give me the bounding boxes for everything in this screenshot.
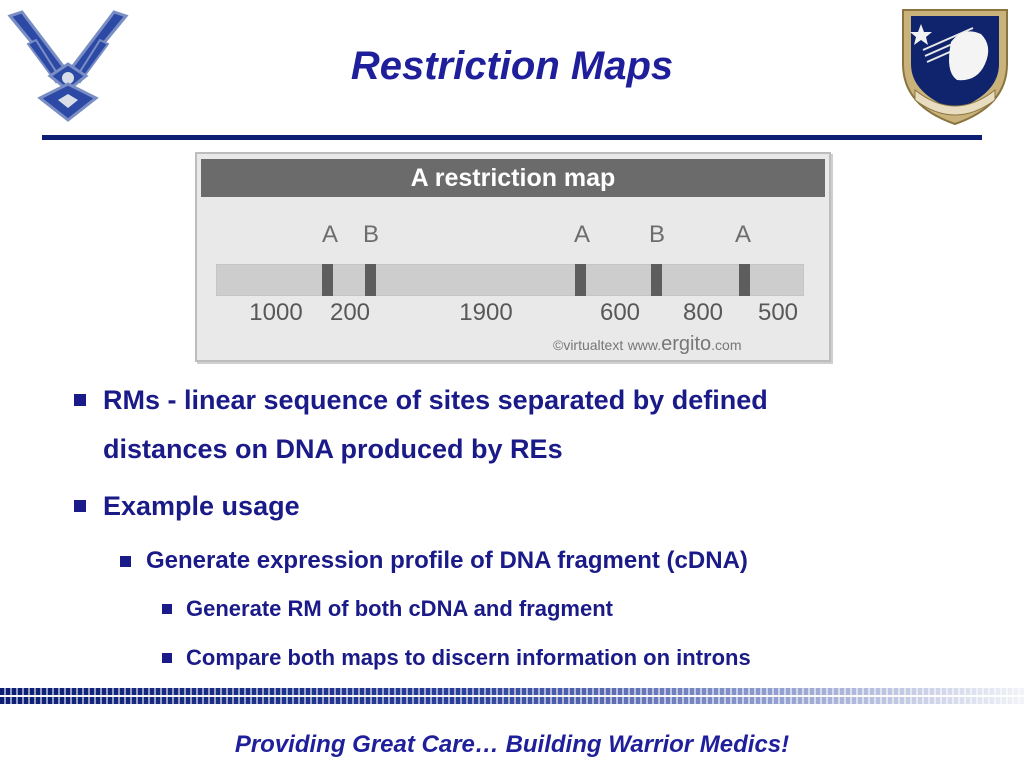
bullet-line: Compare both maps to discern information… — [186, 645, 751, 670]
credit-prefix: ©virtualtext — [553, 337, 624, 353]
fragment-length: 1900 — [459, 299, 513, 326]
bullet-marker — [120, 556, 131, 567]
fragment-length: 1000 — [249, 299, 303, 326]
cut-site-marker — [575, 264, 586, 296]
bullet-line: RMs - linear sequence of sites separated… — [103, 385, 768, 415]
bullet-item: Example usage — [103, 482, 300, 531]
site-label-b: B — [648, 221, 665, 248]
bullet-marker — [74, 394, 86, 406]
fragment-length: 500 — [757, 299, 799, 326]
cut-site-marker — [322, 264, 333, 296]
bullet-marker — [162, 604, 172, 614]
dna-bar — [216, 264, 804, 296]
cut-site-marker — [739, 264, 750, 296]
cut-site-marker — [651, 264, 662, 296]
fragment-length: 600 — [599, 299, 641, 326]
slide-title: Restriction Maps — [350, 44, 674, 88]
footer-tagline: Providing Great Care… Building Warrior M… — [234, 731, 790, 758]
site-label-a: A — [734, 221, 751, 248]
bullet-marker — [74, 500, 86, 512]
figure-title: A restriction map — [201, 159, 825, 197]
header-rule — [42, 135, 982, 140]
site-label-b: B — [362, 221, 379, 248]
fragment-length: 200 — [329, 299, 371, 326]
footer-gradient-stripes — [0, 688, 1024, 704]
cut-site-marker — [365, 264, 376, 296]
credit-suffix: .com — [711, 337, 742, 353]
credit-brand: ergito — [661, 333, 712, 355]
bullet-marker — [162, 653, 172, 663]
bullet-item: RMs - linear sequence of sites separated… — [103, 376, 983, 474]
bullet-item: Compare both maps to discern information… — [186, 643, 751, 673]
bullet-line: Generate expression profile of DNA fragm… — [146, 547, 748, 574]
fragment-length: 800 — [682, 299, 724, 326]
figure-credit: ©virtualtext www.ergito.com — [553, 332, 742, 358]
bullet-line: distances on DNA produced by REs — [103, 434, 563, 464]
restriction-map-figure: A restriction map A B A B A 1000 200 190… — [195, 152, 831, 362]
bullet-line: Generate RM of both cDNA and fragment — [186, 596, 613, 621]
air-force-wing-emblem-icon — [6, 8, 130, 124]
bullet-line: Example usage — [103, 491, 300, 521]
site-label-a: A — [321, 221, 338, 248]
bullet-item: Generate expression profile of DNA fragm… — [146, 544, 748, 578]
bullet-item: Generate RM of both cDNA and fragment — [186, 594, 613, 624]
credit-www: www. — [627, 337, 662, 353]
59th-medical-wing-shield-icon — [893, 2, 1017, 128]
site-label-a: A — [573, 221, 590, 248]
